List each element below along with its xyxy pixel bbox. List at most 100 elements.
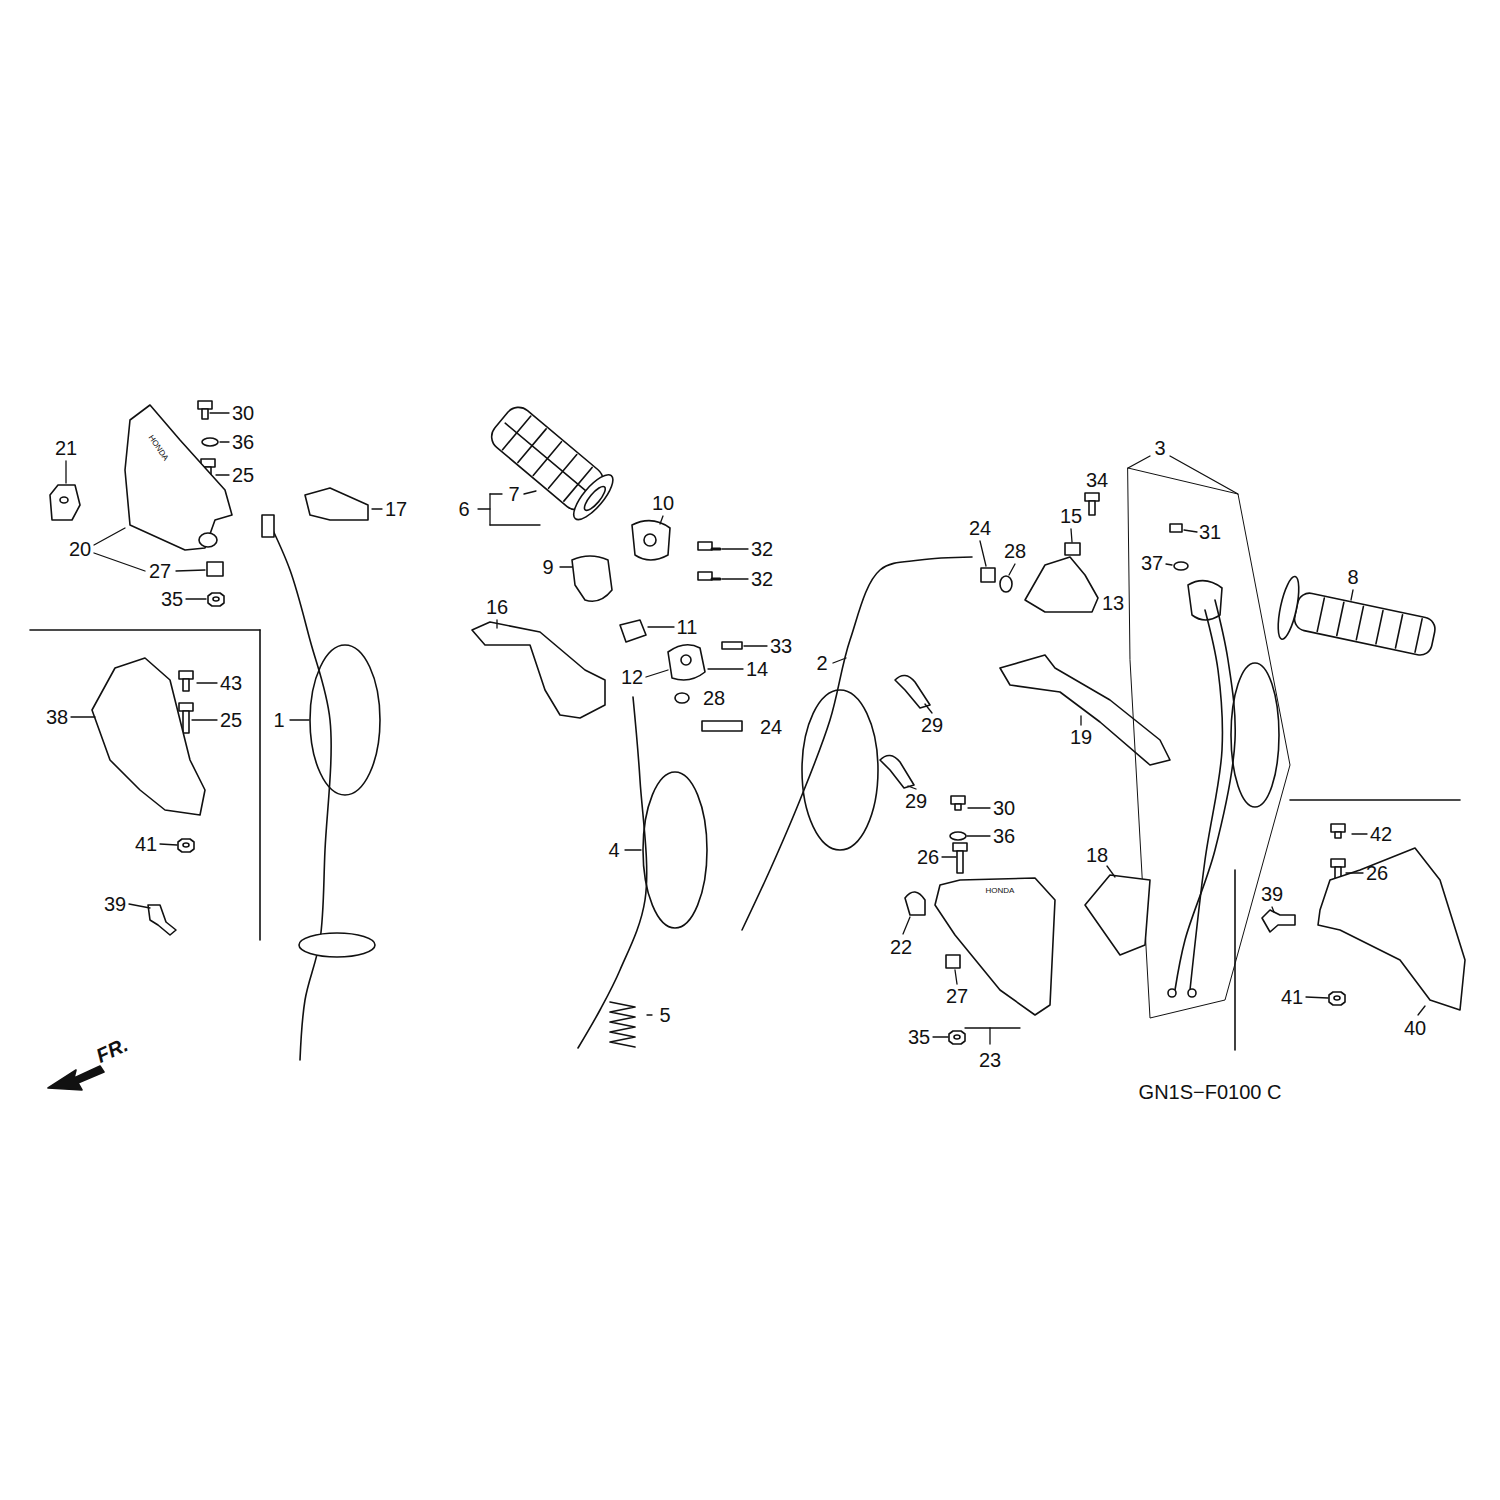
leader-line [722, 578, 748, 579]
leader-line [933, 1036, 948, 1037]
leader-line [490, 493, 502, 494]
leader-line [216, 474, 229, 475]
callout-number: 1 [273, 710, 284, 730]
callout-number: 8 [1347, 567, 1358, 587]
callout-number: 20 [69, 539, 91, 559]
screw-shaft [712, 548, 720, 551]
callout-number: 39 [104, 894, 126, 914]
leader-line [478, 508, 490, 509]
callout-number: 13 [1102, 593, 1124, 613]
callout-number: 25 [220, 710, 242, 730]
callout-number: 7 [508, 484, 519, 504]
callout-number: 31 [1199, 522, 1221, 542]
callout-number: 38 [46, 707, 68, 727]
callout-number: 36 [993, 826, 1015, 846]
callout-number: 27 [149, 561, 171, 581]
brand-mark: HONDA [986, 887, 1015, 895]
callout-number: 22 [890, 937, 912, 957]
callout-number: 3 [1154, 438, 1165, 458]
callout-number: 39 [1261, 884, 1283, 904]
bolt-head [179, 703, 193, 711]
callout-number: 30 [232, 403, 254, 423]
lever-perch [1025, 557, 1098, 612]
cable [268, 520, 331, 1060]
nut [208, 593, 224, 606]
leader-line [744, 645, 767, 646]
wire-terminal [1168, 989, 1176, 997]
leader-line [648, 626, 674, 627]
callout-number: 30 [993, 798, 1015, 818]
bracket [1262, 910, 1295, 932]
leader-line [197, 682, 217, 683]
screw [722, 642, 742, 649]
callout-number: 27 [946, 986, 968, 1006]
leader-line [1306, 997, 1328, 998]
bolt-shaft [183, 711, 189, 733]
callout-number: 15 [1060, 506, 1082, 526]
leader-line [220, 441, 229, 442]
callout-number: 35 [908, 1027, 930, 1047]
washer [950, 832, 966, 840]
leader-line [1352, 833, 1367, 834]
leader-line [722, 548, 748, 549]
switch-pin [1065, 543, 1080, 555]
leader-line [71, 716, 95, 717]
bracket [148, 905, 176, 935]
nut-hole [213, 597, 219, 601]
cable-loop [643, 772, 707, 928]
cable-boot-disk [299, 933, 375, 957]
leader-line [1418, 1006, 1425, 1015]
leader-line [903, 917, 910, 934]
adjuster-bolt [702, 721, 742, 731]
leader-line [968, 807, 990, 808]
callout-number: 11 [677, 617, 698, 637]
callout-number: 36 [232, 432, 254, 452]
callout-number: 28 [703, 688, 725, 708]
nut-hole [183, 843, 189, 847]
leader-line [129, 904, 150, 908]
bolt-head [179, 671, 193, 679]
callout-number: 26 [917, 847, 939, 867]
callout-number: 4 [608, 840, 619, 860]
screw-shaft [712, 578, 720, 581]
adjuster-nut [675, 693, 689, 703]
nut-hole [954, 1035, 960, 1039]
callout-number: 16 [486, 597, 508, 617]
washer [1174, 562, 1188, 570]
throttle-housing [572, 556, 612, 601]
leader-line [65, 461, 66, 483]
leader-line [94, 553, 145, 571]
clutch-lever [1000, 655, 1170, 765]
cable-guide [620, 620, 646, 642]
bracket [50, 485, 80, 520]
nut [178, 839, 194, 852]
leader-line [372, 508, 382, 509]
bolt-shaft [183, 679, 189, 691]
callout-number: 26 [1366, 863, 1388, 883]
cable-end [262, 515, 274, 537]
leader-line [989, 1028, 990, 1044]
lever-perch [668, 645, 705, 680]
bolt-shaft [202, 409, 208, 419]
adjuster-bolt [981, 568, 995, 582]
wire-loop [1231, 663, 1279, 807]
leader-line [176, 570, 205, 571]
callout-number: 42 [1370, 824, 1392, 844]
cable [742, 557, 972, 930]
leader-line [1272, 907, 1274, 912]
callout-number: 40 [1404, 1018, 1426, 1038]
bolt-head [1331, 859, 1345, 867]
nut-hole [1334, 996, 1340, 1000]
leader-line [1009, 564, 1015, 575]
leader-line [646, 670, 668, 677]
leader-line [942, 856, 956, 857]
wire-terminal [1188, 989, 1196, 997]
leader-line [524, 491, 536, 494]
hand-guard [92, 658, 205, 815]
section-line [259, 630, 261, 940]
callout-number: 5 [659, 1005, 670, 1025]
throttle-grip [483, 399, 619, 525]
cable-boot [305, 488, 368, 520]
nut [1329, 992, 1345, 1005]
